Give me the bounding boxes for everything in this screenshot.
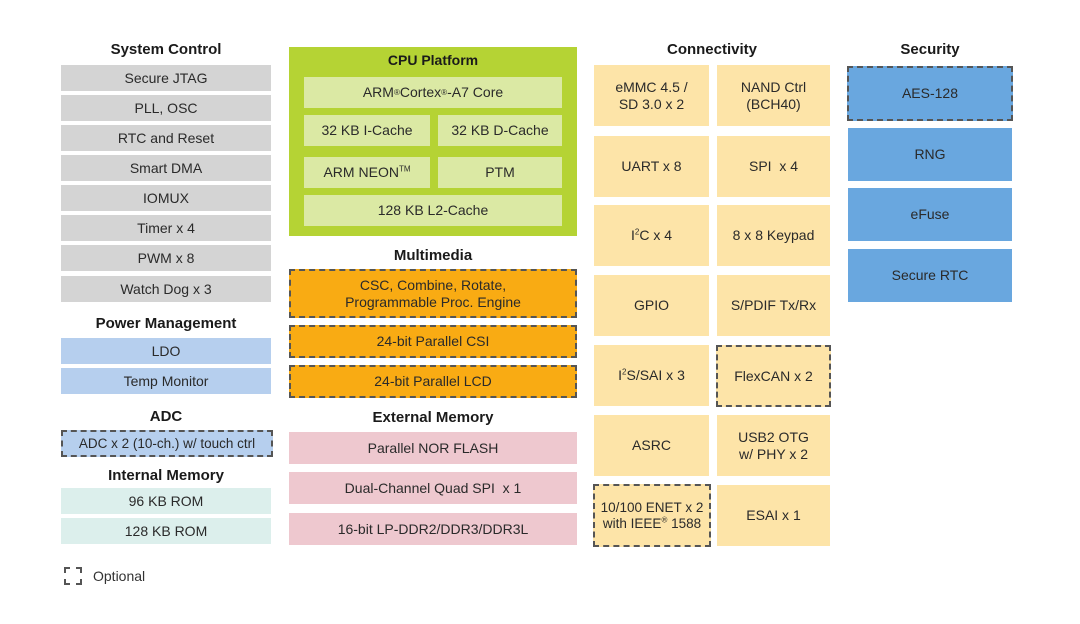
- cpu-neon: ARM NEONTM: [304, 157, 430, 188]
- system-control-item: Smart DMA: [61, 155, 271, 181]
- internal-memory-item: 96 KB ROM: [61, 488, 271, 514]
- adc-title: ADC: [149, 408, 183, 425]
- cpu-neon-label: ARM NEONTM: [323, 164, 411, 180]
- optional-legend-icon: [64, 567, 82, 585]
- external-memory-item: Parallel NOR FLASH: [289, 432, 577, 464]
- power-management-item: Temp Monitor: [61, 368, 271, 394]
- multimedia-item: 24-bit Parallel CSI: [289, 325, 577, 358]
- connectivity-item-optional: 10/100 ENET x 2 with IEEE® 1588: [593, 484, 711, 547]
- security-item: eFuse: [848, 188, 1012, 241]
- security-item: Secure RTC: [848, 249, 1012, 302]
- connectivity-item: SPI x 4: [717, 136, 830, 197]
- connectivity-item: I2S/SAI x 3: [594, 345, 709, 406]
- external-memory-title: External Memory: [372, 409, 494, 426]
- system-control-item: Timer x 4: [61, 215, 271, 241]
- connectivity-item-label: I2C x 4: [630, 227, 673, 243]
- connectivity-item: UART x 8: [594, 136, 709, 197]
- security-title: Security: [900, 41, 960, 58]
- multimedia-title: Multimedia: [393, 247, 473, 264]
- adc-item: ADC x 2 (10-ch.) w/ touch ctrl: [61, 430, 273, 457]
- system-control-item: PWM x 8: [61, 245, 271, 271]
- cpu-ptm: PTM: [438, 157, 562, 188]
- connectivity-item: 8 x 8 Keypad: [717, 205, 830, 266]
- external-memory-item: Dual-Channel Quad SPI x 1: [289, 472, 577, 504]
- multimedia-item: 24-bit Parallel LCD: [289, 365, 577, 398]
- system-control-item: RTC and Reset: [61, 125, 271, 151]
- connectivity-item: ASRC: [594, 415, 709, 476]
- external-memory-item: 16-bit LP-DDR2/DDR3/DDR3L: [289, 513, 577, 545]
- security-item-optional: AES-128: [847, 66, 1013, 121]
- internal-memory-item: 128 KB ROM: [61, 518, 271, 544]
- connectivity-item: USB2 OTG w/ PHY x 2: [717, 415, 830, 476]
- connectivity-item: I2C x 4: [594, 205, 709, 266]
- cpu-icache: 32 KB I-Cache: [304, 115, 430, 146]
- system-control-item: Secure JTAG: [61, 65, 271, 91]
- connectivity-item: eMMC 4.5 / SD 3.0 x 2: [594, 65, 709, 126]
- connectivity-item-optional: FlexCAN x 2: [716, 345, 831, 407]
- connectivity-item-label: I2S/SAI x 3: [618, 367, 685, 383]
- connectivity-item-label: 10/100 ENET x 2 with IEEE® 1588: [600, 499, 704, 531]
- connectivity-item: GPIO: [594, 275, 709, 336]
- power-management-title: Power Management: [95, 315, 237, 332]
- internal-memory-title: Internal Memory: [108, 467, 224, 484]
- cpu-dcache: 32 KB D-Cache: [438, 115, 562, 146]
- system-control-title: System Control: [110, 41, 222, 58]
- cpu-l2cache: 128 KB L2-Cache: [304, 195, 562, 226]
- system-control-item: IOMUX: [61, 185, 271, 211]
- system-control-item: Watch Dog x 3: [61, 276, 271, 302]
- connectivity-item: S/PDIF Tx/Rx: [717, 275, 830, 336]
- cpu-platform-title: CPU Platform: [387, 52, 479, 68]
- multimedia-item: CSC, Combine, Rotate, Programmable Proc.…: [289, 269, 577, 318]
- optional-legend-label: Optional: [93, 568, 146, 584]
- system-control-item: PLL, OSC: [61, 95, 271, 121]
- power-management-item: LDO: [61, 338, 271, 364]
- security-item: RNG: [848, 128, 1012, 181]
- connectivity-title: Connectivity: [666, 41, 757, 58]
- connectivity-item: NAND Ctrl (BCH40): [717, 65, 830, 126]
- connectivity-item: ESAI x 1: [717, 485, 830, 546]
- cpu-core: ARM® Cortex®-A7 Core: [304, 77, 562, 108]
